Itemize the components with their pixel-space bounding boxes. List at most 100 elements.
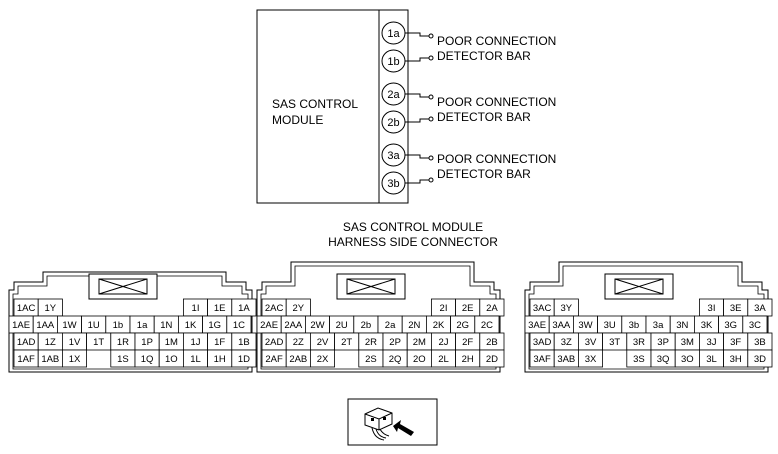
pin-2Z: 2Z	[285, 332, 311, 351]
pin-label: 1AC	[17, 303, 36, 314]
pin-3B: 3B	[747, 332, 773, 351]
pin-3Q: 3Q	[650, 349, 676, 368]
pin-label: 2L	[438, 354, 449, 365]
pin-1AB: 1AB	[37, 349, 63, 368]
pin-label: 3V	[585, 337, 597, 348]
pin-label: 1A	[238, 303, 250, 314]
pin-1K: 1K	[177, 315, 203, 334]
pin-1S: 1S	[110, 349, 136, 368]
pin-1U: 1U	[81, 315, 107, 334]
pin-3M: 3M	[674, 332, 700, 351]
pin-label: 2N	[408, 320, 420, 331]
pin-3A: 3A	[747, 298, 773, 317]
pin-3AE: 3AE	[524, 315, 550, 334]
pin-label: 3H	[730, 354, 742, 365]
pin-label: 2Y	[292, 303, 304, 314]
pin-1T: 1T	[86, 332, 112, 351]
pin-label: 3U	[604, 320, 616, 331]
pin-3W: 3W	[573, 315, 599, 334]
terminal-2b: 2b	[381, 110, 406, 134]
pin-label: 1V	[69, 337, 81, 348]
pin-2W: 2W	[304, 315, 330, 334]
pin-label: 1M	[165, 337, 178, 348]
pin-label: 1R	[117, 337, 129, 348]
pin-label: 3B	[754, 337, 766, 348]
pin-label: 2X	[317, 354, 329, 365]
pin-label: 3J	[706, 337, 716, 348]
pin-3a: 3a	[645, 315, 671, 334]
pin-2b: 2b	[353, 315, 379, 334]
pin-label: 3AB	[557, 354, 575, 365]
pin-label: 3D	[754, 354, 766, 365]
terminal-1b: 1b	[381, 49, 406, 73]
pin-1AA: 1AA	[32, 315, 58, 334]
detector-bar-2-line1: POOR CONNECTION	[437, 95, 556, 109]
pin-2AC: 2AC	[261, 298, 287, 317]
pin-label: 2C	[481, 320, 493, 331]
detector-bar-wiring	[405, 32, 434, 184]
pin-2J: 2J	[430, 332, 456, 351]
module-label-line2: MODULE	[272, 113, 323, 127]
pin-3R: 3R	[626, 332, 652, 351]
pin-2S: 2S	[358, 349, 384, 368]
pin-1N: 1N	[153, 315, 179, 334]
pin-label: 1D	[238, 354, 250, 365]
pin-label: 3b	[629, 320, 640, 331]
pin-2O: 2O	[406, 349, 432, 368]
pin-2R: 2R	[358, 332, 384, 351]
pin-3V: 3V	[578, 332, 604, 351]
pin-label: 2F	[462, 337, 473, 348]
sas-control-module: SAS CONTROL MODULE	[256, 9, 409, 204]
detector-bar-1-line2: DETECTOR BAR	[437, 49, 531, 63]
svg-text:3a: 3a	[387, 150, 400, 162]
pin-label: 2R	[365, 337, 377, 348]
pin-label: 1a	[137, 320, 148, 331]
pin-3AB: 3AB	[553, 349, 579, 368]
pin-label: 1U	[88, 320, 100, 331]
pin-3H: 3H	[723, 349, 749, 368]
pin-3Y: 3Y	[553, 298, 579, 317]
pin-2X: 2X	[309, 349, 335, 368]
pin-2P: 2P	[382, 332, 408, 351]
pin-3P: 3P	[650, 332, 676, 351]
pin-1B: 1B	[231, 332, 257, 351]
pin-2C: 2C	[474, 315, 500, 334]
pin-label: 3K	[701, 320, 713, 331]
pin-label: 1S	[117, 354, 129, 365]
pin-label: 2AC	[265, 303, 284, 314]
pin-label: 3AC	[533, 303, 552, 314]
pin-3U: 3U	[597, 315, 623, 334]
pin-1I: 1I	[182, 298, 208, 317]
pin-3K: 3K	[694, 315, 720, 334]
pin-2AB: 2AB	[285, 349, 311, 368]
pin-3L: 3L	[699, 349, 725, 368]
pin-2L: 2L	[430, 349, 456, 368]
pin-label: 3AE	[528, 320, 546, 331]
pin-2Q: 2Q	[382, 349, 408, 368]
pin-3AF: 3AF	[529, 349, 555, 368]
pin-label: 3E	[730, 303, 742, 314]
pin-1C: 1C	[226, 315, 252, 334]
module-label-line1: SAS CONTROL	[272, 97, 358, 111]
pin-label: 1AA	[36, 320, 55, 331]
pin-1O: 1O	[158, 349, 184, 368]
pin-label: 2T	[341, 337, 352, 348]
pin-3D: 3D	[747, 349, 773, 368]
pin-2AD: 2AD	[261, 332, 287, 351]
pin-2AF: 2AF	[261, 349, 287, 368]
pin-3S: 3S	[626, 349, 652, 368]
svg-text:2b: 2b	[387, 117, 399, 129]
pin-2AE: 2AE	[256, 315, 282, 334]
pin-1W: 1W	[57, 315, 83, 334]
pin-label: 2D	[486, 354, 498, 365]
pin-label: 1L	[190, 354, 201, 365]
pin-label: 3AA	[552, 320, 571, 331]
detector-bar-labels: POOR CONNECTION DETECTOR BAR POOR CONNEC…	[437, 34, 556, 181]
pin-label: 1Z	[45, 337, 56, 348]
pin-label: 2Z	[293, 337, 304, 348]
pin-label: 3AD	[533, 337, 552, 348]
pin-label: 1X	[69, 354, 81, 365]
pin-label: 3AF	[533, 354, 551, 365]
pin-label: 2K	[433, 320, 445, 331]
pin-label: 3I	[708, 303, 716, 314]
